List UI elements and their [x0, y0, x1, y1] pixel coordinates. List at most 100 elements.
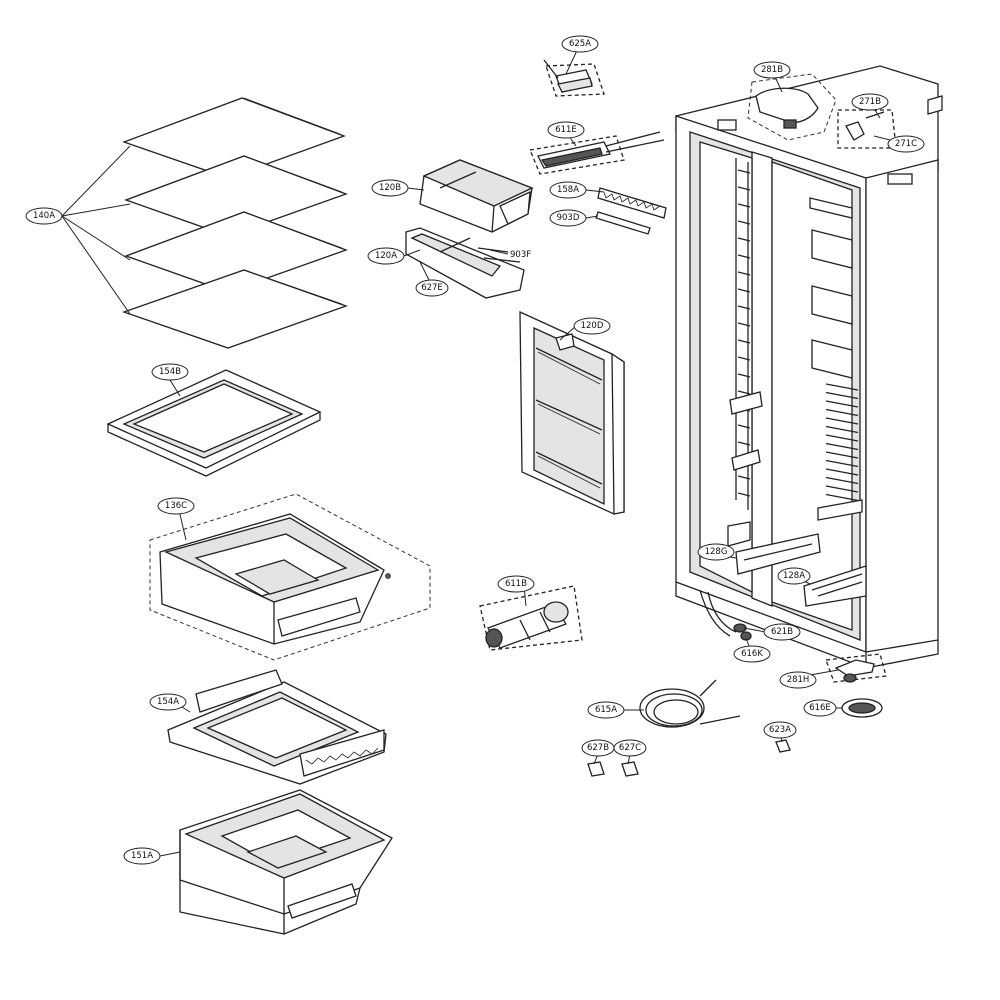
callout-627B: 627B [581, 739, 615, 757]
freezer-slot [737, 288, 751, 293]
part-158A [597, 187, 667, 219]
fridge-wall-brackets [809, 197, 863, 521]
part-120D-panel [519, 310, 625, 515]
callout-271B: 271B [851, 93, 889, 111]
freezer-slot [737, 390, 751, 395]
svg-text:154A: 154A [157, 697, 179, 707]
svg-text:136C: 136C [165, 501, 187, 511]
fridge-slot [825, 451, 859, 459]
svg-text:621B: 621B [771, 627, 793, 637]
part-154B-shelf-frame [106, 369, 322, 477]
callout-625A: 625A [561, 35, 599, 53]
freezer-slot [737, 492, 751, 497]
callout-281B: 281B [753, 61, 791, 79]
callout-627E: 627E [415, 279, 449, 297]
svg-text:611E: 611E [555, 125, 577, 135]
part-120B [419, 159, 534, 233]
fridge-slot [825, 468, 859, 476]
svg-text:151A: 151A [131, 851, 153, 861]
fridge-slot [825, 485, 859, 493]
refrigerator-cabinet [675, 65, 943, 669]
freezer-slot [737, 237, 751, 242]
callout-616K: 616K [733, 645, 771, 663]
part-627C-clip [621, 761, 639, 777]
svg-text:625A: 625A [569, 39, 591, 49]
callout-128A: 128A [777, 567, 811, 585]
part-623A-clip [775, 739, 791, 753]
svg-text:627C: 627C [619, 743, 641, 753]
part-616E-ring [841, 698, 883, 718]
water-tube-lower [699, 589, 752, 641]
callout-158A: 158A [549, 181, 587, 199]
callout-271C: 271C [887, 135, 925, 153]
part-151A-crisper [179, 789, 393, 935]
fridge-slot [825, 493, 859, 502]
part-625A [543, 59, 605, 97]
svg-text:616K: 616K [741, 649, 763, 659]
part-611E [529, 131, 665, 175]
svg-text:140A: 140A [33, 211, 55, 221]
callout-120B: 120B [371, 179, 409, 197]
callout-128G: 128G [697, 543, 735, 561]
callout-616E: 616E [803, 699, 837, 717]
svg-text:271C: 271C [895, 139, 917, 149]
fridge-slot [825, 476, 859, 485]
part-154A-crisper-cover [167, 669, 387, 785]
freezer-slot [737, 254, 751, 259]
freezer-slot [737, 475, 751, 480]
callout-623A: 623A [763, 721, 797, 739]
freezer-slot [737, 339, 751, 344]
freezer-slot [737, 305, 751, 310]
part-136C-crisper [159, 513, 391, 645]
callout-611B: 611B [497, 575, 535, 593]
fridge-slot [825, 408, 859, 417]
callout-151A: 151A [123, 847, 161, 865]
svg-text:623A: 623A [769, 725, 791, 735]
fridge-slot [825, 442, 859, 451]
freezer-slot [737, 169, 751, 174]
svg-text:611B: 611B [505, 579, 527, 589]
callout-615A: 615A [587, 701, 625, 719]
svg-text:120D: 120D [581, 321, 604, 331]
freezer-slot [737, 424, 751, 429]
callout-627C: 627C [613, 739, 647, 757]
callout-903D: 903D [549, 209, 587, 227]
svg-text:616E: 616E [809, 703, 831, 713]
fridge-slot [825, 434, 859, 442]
svg-text:271B: 271B [859, 97, 881, 107]
freezer-slot [737, 271, 751, 276]
freezer-slot [737, 356, 751, 361]
svg-text:627B: 627B [587, 743, 609, 753]
part-611B-filter [479, 585, 583, 651]
label-903F: 903F [510, 250, 531, 260]
svg-text:154B: 154B [159, 367, 181, 377]
fridge-slot [825, 459, 859, 468]
freezer-slot [737, 322, 751, 327]
freezer-slot [737, 186, 751, 191]
freezer-slot [737, 373, 751, 378]
callout-281H: 281H [779, 671, 817, 689]
fridge-slot [825, 417, 859, 425]
part-281H [825, 653, 887, 683]
callout-154A: 154A [149, 693, 187, 711]
fridge-slot [825, 391, 859, 400]
svg-text:281B: 281B [761, 65, 783, 75]
svg-text:128A: 128A [783, 571, 805, 581]
part-281B-housing [755, 87, 819, 129]
svg-text:615A: 615A [595, 705, 617, 715]
fridge-slot [825, 400, 859, 408]
bottom-drawer-rails [727, 521, 867, 607]
callout-140A: 140A [25, 207, 63, 225]
svg-text:120A: 120A [375, 251, 397, 261]
part-627B-clip [587, 761, 605, 777]
fridge-slot [825, 383, 859, 391]
freezer-shelf-slots [737, 169, 751, 497]
freezer-rail-ladders [735, 158, 749, 510]
svg-text:627E: 627E [421, 283, 443, 293]
part-140A-glass-shelves [122, 97, 348, 349]
part-120A [405, 227, 525, 299]
fridge-slot [825, 425, 859, 434]
svg-text:903D: 903D [557, 213, 580, 223]
svg-text:281H: 281H [787, 675, 810, 685]
